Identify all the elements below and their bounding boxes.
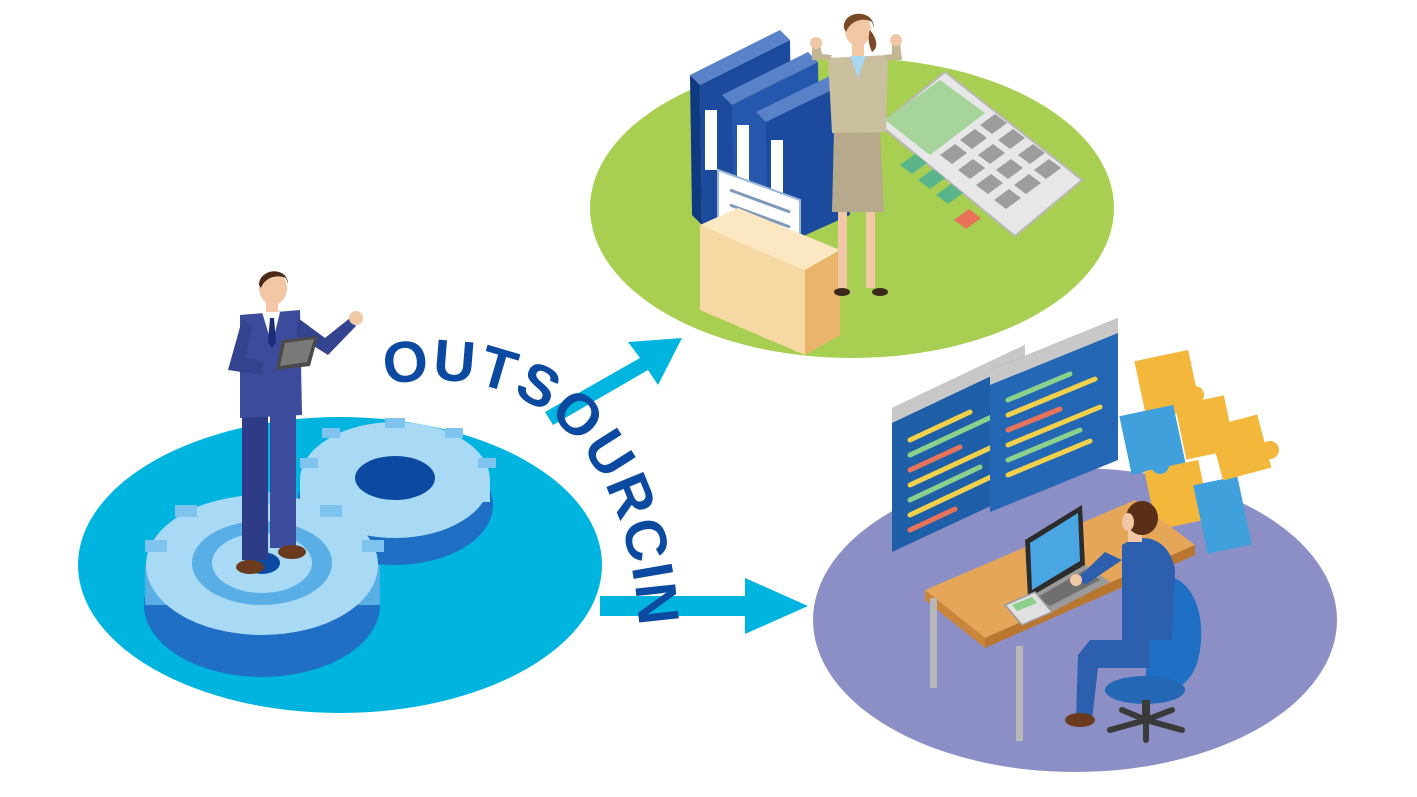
code-monitor-icon (990, 318, 1118, 512)
arrow-icon (600, 578, 808, 634)
puzzle-icon (1208, 414, 1279, 481)
calculator-icon (878, 70, 1084, 238)
businesswoman-icon (810, 13, 902, 296)
arrow-icon (545, 338, 682, 425)
gear-icon (297, 418, 496, 565)
businessman-icon (228, 271, 363, 574)
calculator-icon (1003, 591, 1054, 626)
programmer-icon (1065, 501, 1175, 727)
document-folder-icon (700, 168, 840, 355)
